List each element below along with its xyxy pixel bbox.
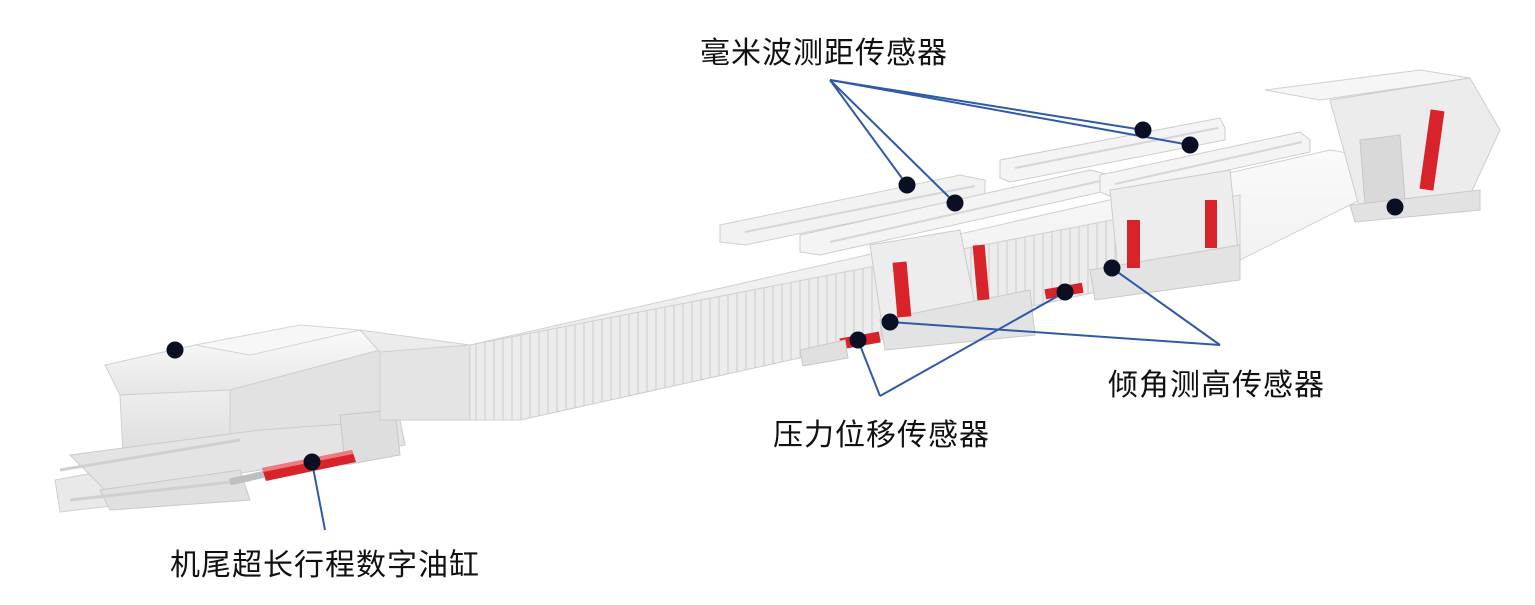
tilt-height-sensor-label: 倾角测高传感器 [1108,368,1325,403]
head-support [1264,69,1501,223]
pressure-sensor-marker [1056,283,1074,301]
conveyor-body [358,149,1361,421]
cylinder-marker [303,453,321,471]
mmwave-sensor-marker [1181,136,1199,154]
tilt-sensor-marker [166,341,184,359]
hydraulic-supports [799,169,1241,367]
leader-lines [311,79,1221,531]
tail-unit [54,324,406,513]
tilt-sensor-marker [1386,198,1404,216]
pressure-sensor-marker [849,331,867,349]
mmwave-sensor-marker [898,176,916,194]
pressure-displacement-sensor-label: 压力位移传感器 [773,418,990,453]
mmwave-sensor-marker [1134,121,1152,139]
mmwave-ranging-sensor-label: 毫米波测距传感器 [700,36,948,71]
tilt-sensor-marker [1103,259,1121,277]
canopy-beams [719,117,1311,256]
tilt-sensor-marker [881,313,899,331]
sensor-markers [166,121,1404,471]
tail-long-stroke-cylinder-label: 机尾超长行程数字油缸 [170,548,480,583]
mmwave-sensor-marker [946,194,964,212]
